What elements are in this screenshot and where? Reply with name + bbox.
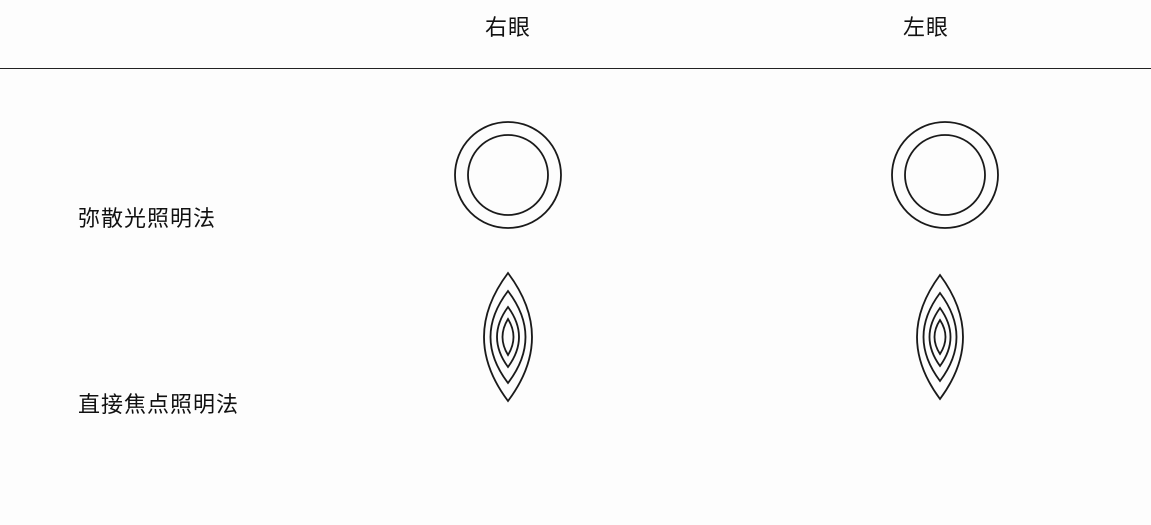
row-label-diffuse-illumination: 弥散光照明法 [78,207,217,232]
header-divider [0,68,1151,69]
left-eye-focal-slit-icon [916,273,964,401]
row-label-direct-focal-illumination: 直接焦点照明法 [78,393,240,418]
right-eye-diffuse-ring-icon [454,121,562,229]
right-eye-focal-slit-icon [483,271,533,403]
left-eye-column-header: 左眼 [903,16,950,41]
left-eye-diffuse-ring-icon [891,121,999,229]
right-eye-column-header: 右眼 [485,16,532,41]
